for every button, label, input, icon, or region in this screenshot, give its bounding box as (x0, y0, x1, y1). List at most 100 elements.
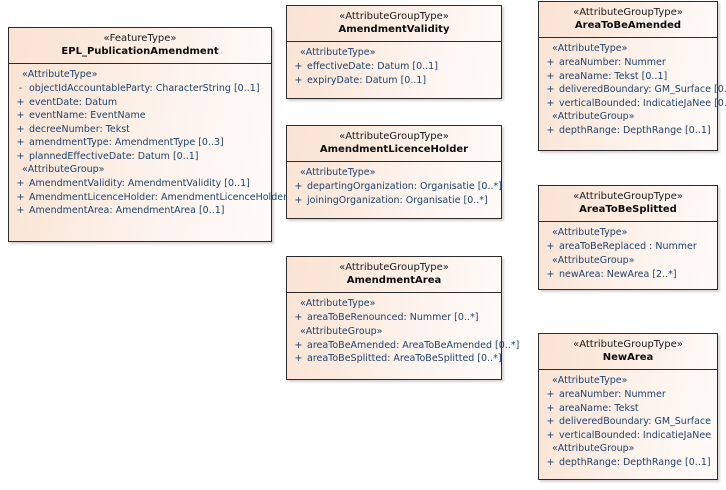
uml-class-name: EPL_PublicationAmendment (61, 46, 219, 57)
uml-section-label: «AttributeType» (552, 227, 628, 238)
uml-attribute-row[interactable]: + areaName: Tekst [0..1] (542, 70, 714, 84)
uml-attribute-row[interactable]: + deliveredBoundary: GM_Surface (542, 415, 714, 429)
uml-attribute-row[interactable]: + joiningOrganization: Organisatie [0..*… (290, 194, 498, 208)
uml-class-areatobesplitted[interactable]: «AttributeGroupType» AreaToBeSplitted «A… (538, 185, 718, 290)
uml-attribute-row[interactable]: + eventName: EventName (12, 109, 268, 123)
uml-attribute-row[interactable]: + eventDate: Datum (12, 96, 268, 110)
uml-stereotype: «AttributeGroupType» (339, 262, 449, 273)
uml-attribute-row[interactable]: + decreeNumber: Tekst (12, 123, 268, 137)
uml-attribute-row[interactable]: + effectiveDate: Datum [0..1] (290, 60, 498, 74)
attribute-text: plannedEffectiveDate: Datum [0..1] (29, 150, 199, 162)
uml-attribute-row[interactable]: + verticalBounded: IndicatieJaNee [0..1] (542, 97, 726, 111)
uml-class-amendmentvalidity[interactable]: «AttributeGroupType» AmendmentValidity «… (286, 5, 502, 99)
uml-class-body: «AttributeType» - objectIdAccountablePar… (9, 64, 316, 224)
attribute-text: verticalBounded: IndicatieJaNee (559, 429, 712, 441)
visibility-marker: + (16, 96, 25, 108)
attribute-text: eventName: EventName (29, 110, 146, 121)
attribute-text: deliveredBoundary: GM_Surface (559, 416, 711, 427)
visibility-marker: + (16, 110, 25, 121)
uml-section-label: «AttributeGroup» (552, 111, 635, 122)
attribute-text: areaToBeAmended: AreaToBeAmended [0..*] (307, 339, 520, 351)
uml-class-newarea[interactable]: «AttributeGroupType» NewArea «AttributeT… (538, 333, 718, 480)
uml-class-areatobeamended[interactable]: «AttributeGroupType» AreaToBeAmended «At… (538, 1, 726, 151)
visibility-marker: + (294, 194, 303, 206)
uml-stereotype: «AttributeGroupType» (573, 339, 683, 350)
attribute-text: AmendmentValidity: AmendmentValidity [0.… (29, 178, 250, 189)
attribute-text: depthRange: DepthRange [0..1] (559, 125, 711, 136)
uml-class-amendmentlicenceholder[interactable]: «AttributeGroupType» AmendmentLicenceHol… (286, 125, 502, 219)
uml-stereotype: «AttributeGroupType» (573, 191, 683, 202)
visibility-marker: + (546, 389, 555, 400)
attribute-text: joiningOrganization: Organisatie [0..*] (307, 194, 488, 206)
attribute-text: decreeNumber: Tekst (29, 123, 130, 135)
attribute-text: deliveredBoundary: GM_Surface [0..1] (559, 84, 726, 95)
uml-attribute-row[interactable]: - objectIdAccountableParty: CharacterStr… (12, 82, 268, 96)
visibility-marker: + (16, 205, 25, 216)
uml-attribute-row[interactable]: + areaToBeSplitted: AreaToBeSplitted [0.… (290, 352, 502, 366)
uml-attribute-row[interactable]: + amendmentType: AmendmentType [0..3] (12, 136, 268, 150)
uml-class-header: «AttributeGroupType» AmendmentValidity (287, 6, 501, 42)
uml-attribute-row[interactable]: + AmendmentArea: AmendmentArea [0..1] (12, 204, 268, 218)
attribute-text: areaToBeRenounced: Nummer [0..*] (307, 312, 479, 323)
uml-class-name: NewArea (602, 352, 654, 363)
attribute-text: depthRange: DepthRange [0..1] (559, 457, 711, 468)
attribute-text: effectiveDate: Datum [0..1] (307, 61, 438, 72)
attribute-text: areaName: Tekst [0..1] (559, 70, 668, 82)
visibility-marker: + (546, 125, 555, 136)
uml-attribute-row[interactable]: + departingOrganization: Organisatie [0.… (290, 180, 502, 194)
uml-attribute-row[interactable]: + areaName: Tekst (542, 402, 714, 416)
visibility-marker: + (546, 457, 555, 468)
uml-stereotype: «AttributeGroupType» (573, 7, 683, 18)
visibility-marker: + (546, 84, 555, 95)
attribute-text: areaToBeSplitted: AreaToBeSplitted [0..*… (307, 353, 502, 364)
uml-class-header: «AttributeGroupType» AreaToBeSplitted (539, 186, 717, 222)
uml-class-name: AmendmentLicenceHolder (319, 144, 469, 155)
uml-stereotype: «AttributeGroupType» (339, 11, 449, 22)
uml-class-body: «AttributeType» + areaToBeReplaced : Num… (539, 222, 717, 287)
uml-class-epl-publicationamendment[interactable]: «FeatureType» EPL_PublicationAmendment «… (8, 27, 316, 242)
uml-attribute-row[interactable]: + plannedEffectiveDate: Datum [0..1] (12, 150, 268, 164)
uml-attribute-row[interactable]: + depthRange: DepthRange [0..1] (542, 456, 714, 470)
uml-class-amendmentarea[interactable]: «AttributeGroupType» AmendmentArea «Attr… (286, 256, 520, 380)
uml-section-label: «AttributeType» (552, 43, 628, 54)
attribute-text: AmendmentArea: AmendmentArea [0..1] (29, 205, 225, 216)
uml-stereotype: «FeatureType» (103, 33, 177, 44)
uml-class-name: AmendmentValidity (338, 24, 450, 35)
uml-attribute-row[interactable]: + depthRange: DepthRange [0..1] (542, 124, 714, 138)
visibility-marker: + (546, 70, 555, 82)
uml-section-label: «AttributeType» (300, 47, 376, 58)
visibility-marker: - (18, 83, 23, 94)
uml-attribute-row[interactable]: + AmendmentLicenceHolder: AmendmentLicen… (12, 191, 316, 205)
visibility-marker: + (294, 353, 303, 364)
uml-class-name: AreaToBeSplitted (579, 204, 677, 215)
uml-attribute-row[interactable]: + areaNumber: Nummer (542, 56, 714, 70)
uml-attribute-row[interactable]: + areaToBeAmended: AreaToBeAmended [0..*… (290, 339, 520, 353)
attribute-text: areaNumber: Nummer (559, 389, 666, 400)
visibility-marker: + (294, 74, 303, 86)
uml-attribute-row[interactable]: + expiryDate: Datum [0..1] (290, 74, 498, 88)
uml-attribute-row[interactable]: + deliveredBoundary: GM_Surface [0..1] (542, 83, 726, 97)
uml-attribute-row[interactable]: + newArea: NewArea [2..*] (542, 268, 714, 282)
uml-class-header: «AttributeGroupType» AmendmentLicenceHol… (287, 126, 501, 162)
uml-attribute-row[interactable]: + areaToBeRenounced: Nummer [0..*] (290, 311, 498, 325)
uml-section-label: «AttributeGroup» (552, 443, 635, 454)
visibility-marker: + (294, 181, 303, 192)
uml-attribute-row[interactable]: + AmendmentValidity: AmendmentValidity [… (12, 177, 268, 191)
visibility-marker: + (16, 150, 25, 162)
uml-section-label: «AttributeGroup» (552, 254, 635, 266)
uml-section-label: «AttributeGroup» (300, 325, 383, 337)
attribute-text: areaName: Tekst (559, 402, 639, 414)
uml-class-header: «AttributeGroupType» AreaToBeAmended (539, 2, 717, 38)
uml-attribute-row[interactable]: + verticalBounded: IndicatieJaNee (542, 429, 714, 443)
visibility-marker: + (294, 61, 303, 72)
uml-class-body: «AttributeType» + effectiveDate: Datum [… (287, 42, 501, 93)
visibility-marker: + (546, 429, 555, 441)
attribute-text: AmendmentLicenceHolder: AmendmentLicence… (29, 191, 316, 203)
attribute-text: verticalBounded: IndicatieJaNee [0..1] (559, 97, 726, 109)
uml-attribute-row[interactable]: + areaNumber: Nummer (542, 388, 714, 402)
attribute-text: areaNumber: Nummer (559, 57, 666, 68)
uml-attribute-row[interactable]: + areaToBeReplaced : Nummer (542, 240, 714, 254)
uml-class-body: «AttributeType» + areaNumber: Nummer + a… (539, 38, 726, 144)
uml-class-body: «AttributeType» + areaNumber: Nummer + a… (539, 370, 717, 476)
attribute-text: amendmentType: AmendmentType [0..3] (29, 137, 224, 148)
